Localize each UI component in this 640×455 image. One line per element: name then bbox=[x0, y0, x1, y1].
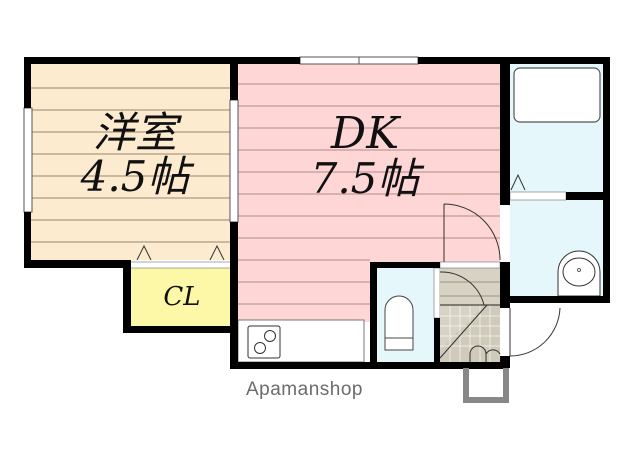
wash-basin-icon bbox=[557, 250, 601, 297]
closet-floor bbox=[130, 268, 234, 326]
western-room-floor bbox=[30, 64, 234, 260]
western-room-size: 4.5帖 bbox=[80, 152, 190, 201]
window-west bbox=[23, 107, 33, 213]
toilet-icon bbox=[384, 295, 414, 351]
dk-name: DK bbox=[330, 108, 400, 159]
window-inner bbox=[229, 99, 239, 223]
toilet-door-swing bbox=[439, 271, 485, 306]
entry-door-swing bbox=[509, 307, 561, 357]
walls bbox=[24, 57, 610, 369]
porch bbox=[463, 368, 509, 403]
closet-label: CL bbox=[163, 282, 201, 312]
western-room-name: 洋室 bbox=[92, 108, 177, 157]
stove-icon bbox=[247, 325, 281, 359]
bathtub-icon bbox=[513, 67, 601, 123]
dk-door-swing bbox=[443, 203, 501, 262]
watermark: Apamanshop bbox=[246, 379, 363, 400]
dk-label: DK 7.5帖 bbox=[280, 112, 450, 200]
western-room-label: 洋室 4.5帖 bbox=[50, 112, 220, 198]
dk-flooring-lines bbox=[238, 83, 500, 305]
closet-door-marks bbox=[136, 173, 526, 261]
western-room-flooring-lines bbox=[30, 87, 234, 243]
dk-size: 7.5帖 bbox=[310, 154, 420, 203]
